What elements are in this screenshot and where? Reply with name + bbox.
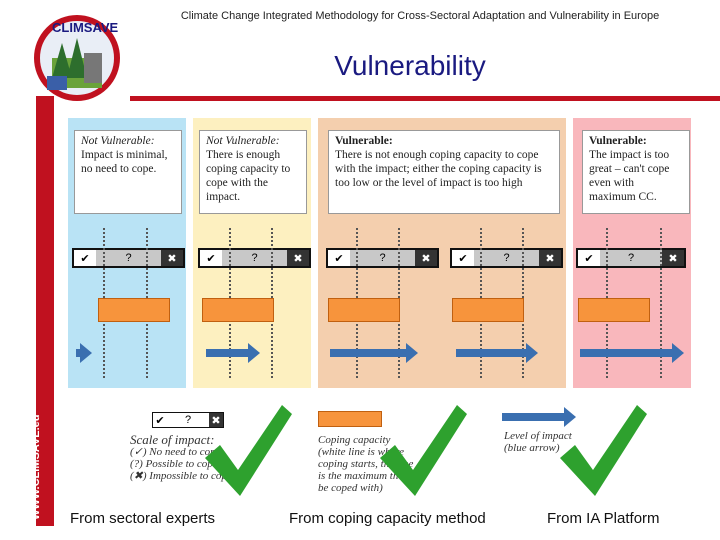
category-box-2: Not Vulnerable: There is enough coping c… [199,130,307,214]
scale-check-icon: ✔ [328,250,350,266]
category-heading: Vulnerable: [589,135,647,147]
scale-cross-icon: ✖ [209,413,223,427]
impact-arrow [456,343,538,363]
impact-arrow [580,343,684,363]
climsave-logo: CLIMSAVE [34,15,120,101]
impact-arrow [76,343,92,363]
legend-coping-box [318,411,382,427]
coping-capacity-box [202,298,274,322]
scale-cross-icon: ✖ [415,250,437,266]
impact-arrow [206,343,260,363]
scale-check-icon: ✔ [452,250,474,266]
legend-line: (✖) Impossible to cope [130,470,232,482]
category-text: Impact is minimal, no need to cope. [81,149,168,175]
scale-question: ? [503,252,510,264]
legend-coping-title: Coping capacity [318,434,391,446]
scale-question: ? [251,252,258,264]
scale-cross-icon: ✖ [662,250,684,266]
scale-cross-icon: ✖ [539,250,561,266]
category-heading: Not Vulnerable: [81,135,155,147]
scale-cross-icon: ✖ [287,250,309,266]
coping-capacity-box [328,298,400,322]
category-heading: Vulnerable: [335,135,393,147]
side-url: WWW.CLIMSAVE.eu [30,414,42,520]
scale-cross-icon: ✖ [161,250,183,266]
coping-capacity-box [98,298,170,322]
checkmark-icon [560,405,647,496]
category-text: There is not enough coping capacity to c… [335,149,542,189]
category-heading: Not Vulnerable: [206,135,280,147]
scale-question: ? [125,252,132,264]
legend-line: (white line is where [318,446,405,458]
scale-question: ? [627,252,635,264]
legend-scale: ✔ ? ✖ [152,412,224,428]
category-text: The impact is too great – can't cope eve… [589,149,670,203]
impact-scale-5: ✔ ? ✖ [576,248,686,268]
legend-impact-title: Level of impact [504,430,572,442]
impact-scale-4: ✔ ? ✖ [450,248,563,268]
page-title: Vulnerability [334,50,486,81]
legend-line: be coped with) [318,482,383,494]
category-text: There is enough coping capacity to cope … [206,149,291,203]
footer-left-label: From sectoral experts [70,510,216,527]
legend-line: (✓) No need to cope [130,446,221,458]
legend-scale-text: Scale of impact: (✓) No need to cope (?)… [130,432,260,482]
impact-scale-3: ✔ ? ✖ [326,248,439,268]
legend-impact-text: Level of impact (blue arrow) [504,430,614,454]
footer-right-label: From IA Platform [547,510,660,527]
coping-capacity-box [452,298,524,322]
guide-line [660,228,662,378]
header-rule [130,96,720,101]
coping-capacity-box [578,298,650,322]
checkmark-icon [205,405,292,496]
scale-question: ? [379,252,386,264]
legend-line: (?) Possible to cope [130,458,218,470]
legend-scale-title: Scale of impact: [130,432,215,447]
logo-text: CLIMSAVE [52,20,119,35]
scale-check-icon: ✔ [74,250,96,266]
scale-check-icon: ✔ [200,250,222,266]
side-bar [36,96,54,526]
scale-question: ? [167,413,209,427]
scale-check-icon: ✔ [153,413,167,427]
legend-line: (blue arrow) [504,442,560,454]
category-box-4: Vulnerable: The impact is too great – ca… [582,130,690,214]
category-box-3: Vulnerable: There is not enough coping c… [328,130,560,214]
impact-scale-1: ✔ ? ✖ [72,248,185,268]
scale-check-icon: ✔ [578,250,600,266]
impact-scale-2: ✔ ? ✖ [198,248,311,268]
header-subtitle: Climate Change Integrated Methodology fo… [180,10,660,22]
legend-impact-arrow [502,407,576,427]
checkmark-icon [380,405,467,496]
footer-middle-label: From coping capacity method [289,510,486,527]
impact-arrow [330,343,418,363]
category-box-1: Not Vulnerable: Impact is minimal, no ne… [74,130,182,214]
